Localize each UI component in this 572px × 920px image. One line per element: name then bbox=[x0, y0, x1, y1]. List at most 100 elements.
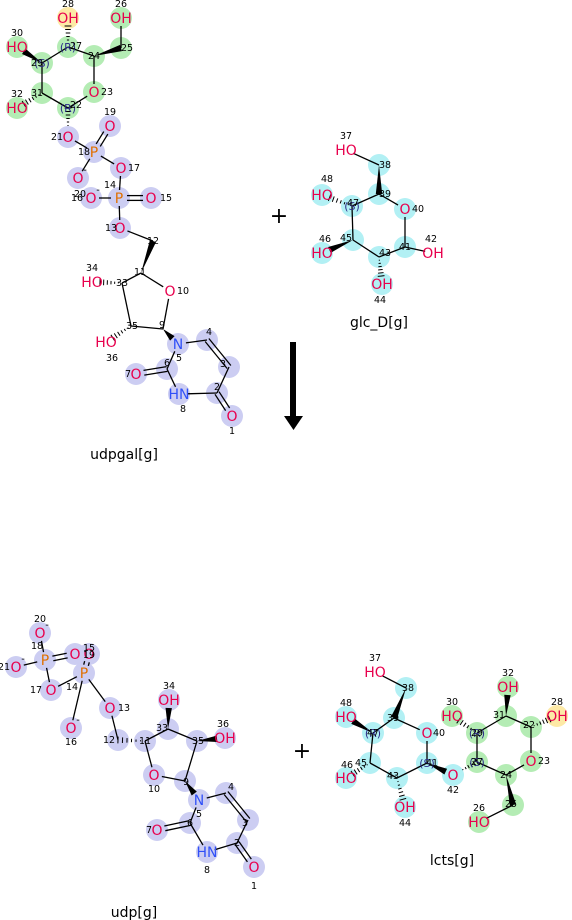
atom-label: O bbox=[85, 191, 96, 207]
bond bbox=[121, 282, 132, 327]
atom-highlight bbox=[394, 198, 416, 220]
atom-number: 40 bbox=[433, 728, 445, 739]
bond bbox=[100, 155, 115, 165]
bond bbox=[163, 329, 175, 341]
atom-label: O bbox=[447, 768, 458, 784]
atom-number: 25 bbox=[121, 43, 133, 54]
atom-number: 31 bbox=[493, 710, 505, 721]
atom-highlight bbox=[546, 705, 568, 727]
atom-highlight bbox=[442, 764, 464, 786]
atom-number: 48 bbox=[340, 698, 352, 709]
atom-label: N bbox=[173, 337, 183, 353]
atom-number: 22 bbox=[70, 100, 82, 111]
bond bbox=[369, 732, 374, 764]
atom-highlight bbox=[40, 679, 62, 701]
molecule-name-udpgal: udpgal[g] bbox=[90, 447, 158, 463]
bond bbox=[88, 679, 106, 702]
bond bbox=[351, 193, 380, 207]
plus-sign-products: + bbox=[293, 739, 311, 764]
atom-highlight bbox=[188, 789, 210, 811]
bond bbox=[72, 680, 83, 721]
atom-number: 19 bbox=[104, 107, 116, 118]
bond bbox=[162, 298, 170, 330]
atom-number: 21 bbox=[0, 662, 10, 673]
bond bbox=[127, 230, 154, 242]
stereo-label: (R) bbox=[60, 41, 76, 54]
bond bbox=[165, 707, 172, 729]
bond bbox=[40, 640, 45, 653]
atom-highlight bbox=[335, 706, 357, 728]
atom-label: O bbox=[83, 647, 94, 663]
atom-label: HO bbox=[6, 101, 28, 117]
atom-number: 38 bbox=[379, 160, 391, 171]
atom-highlight bbox=[83, 81, 105, 103]
bond bbox=[506, 775, 517, 806]
atom-number: 18 bbox=[31, 641, 43, 652]
atom-number: 5 bbox=[176, 353, 182, 364]
bond bbox=[64, 25, 72, 44]
stereo-label: (R) bbox=[365, 727, 381, 740]
atom-label: OH bbox=[394, 800, 416, 816]
atom-number: 21 bbox=[51, 132, 63, 143]
bond bbox=[143, 365, 168, 376]
atom-label: HN bbox=[197, 845, 218, 861]
atom-number: 45 bbox=[340, 233, 352, 244]
atom-number: 29 bbox=[31, 58, 43, 69]
atom-number: 8 bbox=[204, 865, 210, 876]
atom-number: 10 bbox=[177, 286, 189, 297]
atom-number: 34 bbox=[86, 263, 98, 274]
atom-number: 41 bbox=[426, 758, 438, 769]
atom-number: 42 bbox=[447, 785, 459, 796]
atom-number: 15 bbox=[83, 643, 95, 654]
atom-number: 7 bbox=[146, 825, 152, 836]
atom-highlight bbox=[99, 697, 121, 719]
bond bbox=[45, 667, 51, 683]
atom-number: 32 bbox=[502, 668, 514, 679]
atom-number: 37 bbox=[340, 131, 352, 142]
atom-number: 43 bbox=[387, 771, 399, 782]
bond bbox=[141, 239, 156, 273]
atom-label: O bbox=[69, 647, 80, 663]
stereo-label: (S) bbox=[344, 200, 360, 213]
atom-highlight bbox=[520, 750, 542, 772]
bond bbox=[21, 94, 40, 108]
atom-label: O bbox=[114, 221, 125, 237]
bond bbox=[223, 791, 251, 822]
bond bbox=[206, 792, 227, 799]
atom-number: 15 bbox=[160, 193, 172, 204]
atom-highlight bbox=[67, 167, 89, 189]
bond bbox=[118, 175, 122, 191]
atom-label: HO bbox=[468, 815, 490, 831]
bond bbox=[375, 165, 383, 194]
atom-number: 22 bbox=[523, 720, 535, 731]
bond bbox=[67, 46, 95, 57]
atom-number: 12 bbox=[103, 735, 115, 746]
atom-label: HO bbox=[335, 710, 357, 726]
atom-number: 6 bbox=[187, 818, 193, 829]
atom-label: O bbox=[115, 161, 126, 177]
atom-label: N bbox=[194, 793, 204, 809]
atom-number: 43 bbox=[379, 248, 391, 259]
atom-number: 17 bbox=[30, 685, 42, 696]
atom-highlight bbox=[221, 405, 243, 427]
atom-charge: - bbox=[45, 620, 49, 631]
atom-label: O bbox=[104, 119, 115, 135]
bond bbox=[127, 194, 143, 202]
atom-number: 24 bbox=[500, 770, 512, 781]
atom-number: 3 bbox=[242, 818, 248, 829]
atom-label: O bbox=[226, 409, 237, 425]
atom-number: 46 bbox=[319, 234, 331, 245]
molecule-name-glc: glc_D[g] bbox=[350, 315, 408, 331]
bond bbox=[456, 717, 475, 732]
bond bbox=[166, 368, 177, 388]
atom-highlight bbox=[371, 273, 393, 295]
bond bbox=[396, 762, 428, 779]
atom-number: 48 bbox=[321, 174, 333, 185]
atom-label: O bbox=[45, 683, 56, 699]
atom-number: 31 bbox=[31, 88, 43, 99]
atom-number: 20 bbox=[74, 189, 86, 200]
atom-highlight bbox=[5, 656, 27, 678]
bond bbox=[67, 95, 88, 109]
